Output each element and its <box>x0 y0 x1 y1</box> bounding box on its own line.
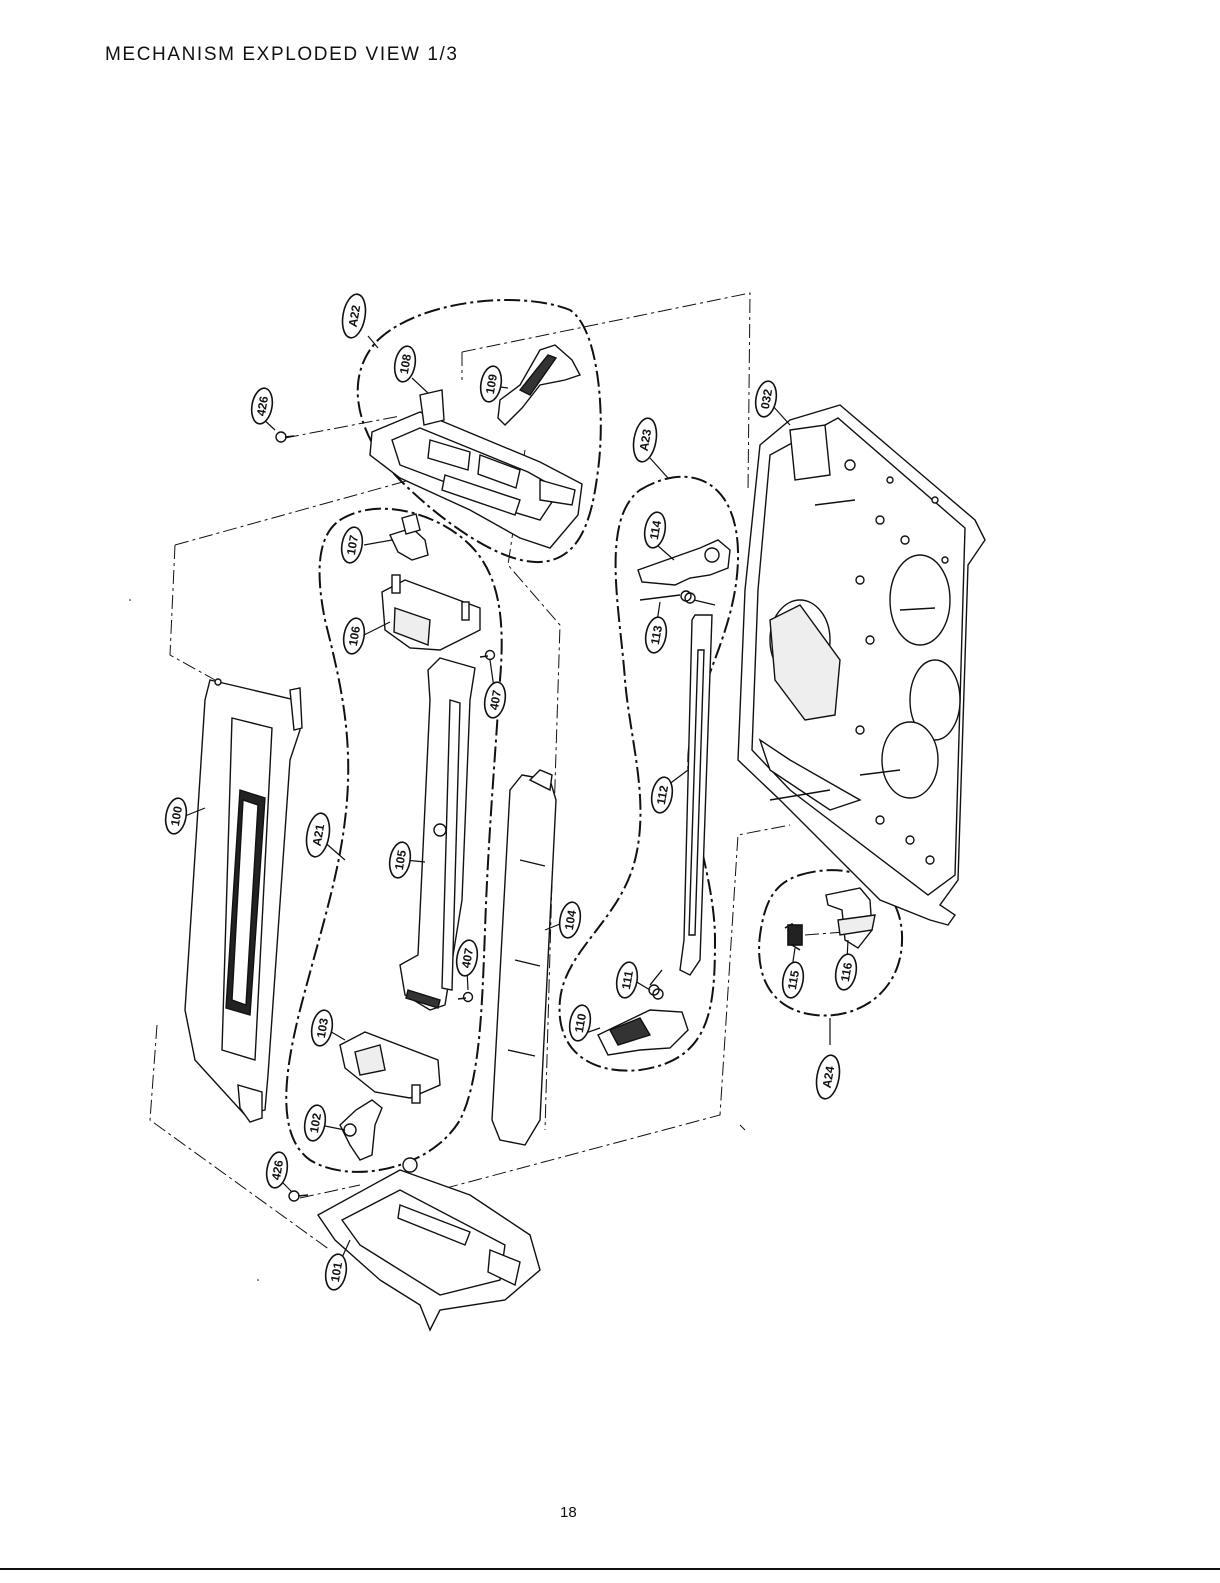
projection-line-left <box>170 545 215 680</box>
callout-a23: A23 <box>630 416 659 463</box>
leader-a23 <box>650 458 668 478</box>
callout-105: 105 <box>387 841 413 880</box>
callout-100: 100 <box>163 797 189 836</box>
callout-032: 032 <box>753 380 779 419</box>
part-032-main-chassis <box>738 405 985 925</box>
part-110-bracket <box>598 1010 688 1055</box>
callout-103: 103 <box>309 1009 335 1048</box>
part-112-long-arm <box>680 615 712 975</box>
callout-104: 104 <box>557 901 583 940</box>
leader-426b <box>282 1182 292 1192</box>
leader-032 <box>772 405 790 425</box>
callout-426-bottom: 426 <box>264 1151 290 1190</box>
callout-107: 107 <box>339 526 365 565</box>
speck-bottom <box>257 1279 259 1281</box>
callout-110: 110 <box>567 1004 593 1043</box>
callout-115: 115 <box>780 961 806 1000</box>
part-426-screw-bottom <box>289 1191 308 1201</box>
part-101-bottom-holder <box>318 1158 540 1330</box>
callout-a22: A22 <box>339 292 368 339</box>
part-407-screw-upper <box>480 651 495 660</box>
callout-407-upper: 407 <box>482 681 508 720</box>
callout-102: 102 <box>302 1104 328 1143</box>
part-108-top-holder <box>370 390 582 548</box>
leader-114 <box>657 545 674 560</box>
part-106-slider-block <box>382 575 480 650</box>
part-102-small-lever <box>340 1100 382 1160</box>
speck-left <box>129 599 131 601</box>
callout-116: 116 <box>833 953 859 992</box>
part-103-guide-block <box>340 1032 440 1103</box>
callout-106: 106 <box>341 617 367 656</box>
callout-101: 101 <box>323 1253 349 1292</box>
part-111-spring <box>649 970 663 999</box>
projection-line-left-top <box>175 480 410 545</box>
part-426-screw-top <box>276 432 294 442</box>
part-100-side-plate <box>185 679 302 1122</box>
page-number: 18 <box>560 1504 577 1521</box>
bottom-rule <box>0 1568 1220 1570</box>
leader-107 <box>364 540 392 545</box>
callout-113: 113 <box>643 616 669 655</box>
callout-111: 111 <box>614 961 640 1000</box>
part-407-screw-lower <box>458 993 473 1002</box>
callout-108: 108 <box>392 345 418 384</box>
callout-109: 109 <box>478 365 504 404</box>
part-116-plate <box>826 888 875 948</box>
part-113-spring <box>640 591 715 605</box>
part-115-spring <box>785 924 802 950</box>
leader-108 <box>412 378 428 393</box>
part-109-lever <box>498 345 580 425</box>
projection-line-bottom <box>420 825 790 1195</box>
callout-a24: A24 <box>813 1053 842 1100</box>
callout-114: 114 <box>642 511 668 550</box>
callout-112: 112 <box>649 776 675 815</box>
part-107-clamp <box>390 514 428 560</box>
projection-line-bottom-screw <box>300 1185 360 1198</box>
callout-a21: A21 <box>303 811 332 858</box>
callout-426-top: 426 <box>249 387 275 426</box>
callout-407-lower: 407 <box>454 939 480 978</box>
